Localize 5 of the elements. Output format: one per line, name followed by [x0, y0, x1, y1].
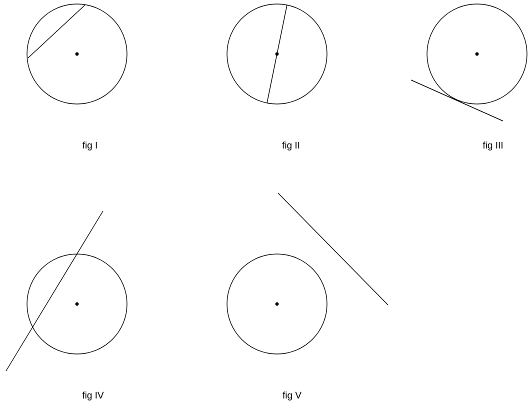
figure-label: fig V: [282, 392, 302, 400]
figure-label: fig I: [82, 142, 97, 150]
figure-label: fig II: [282, 142, 300, 150]
figure-label: fig III: [482, 142, 502, 150]
figure-label: fig IV: [82, 392, 104, 400]
